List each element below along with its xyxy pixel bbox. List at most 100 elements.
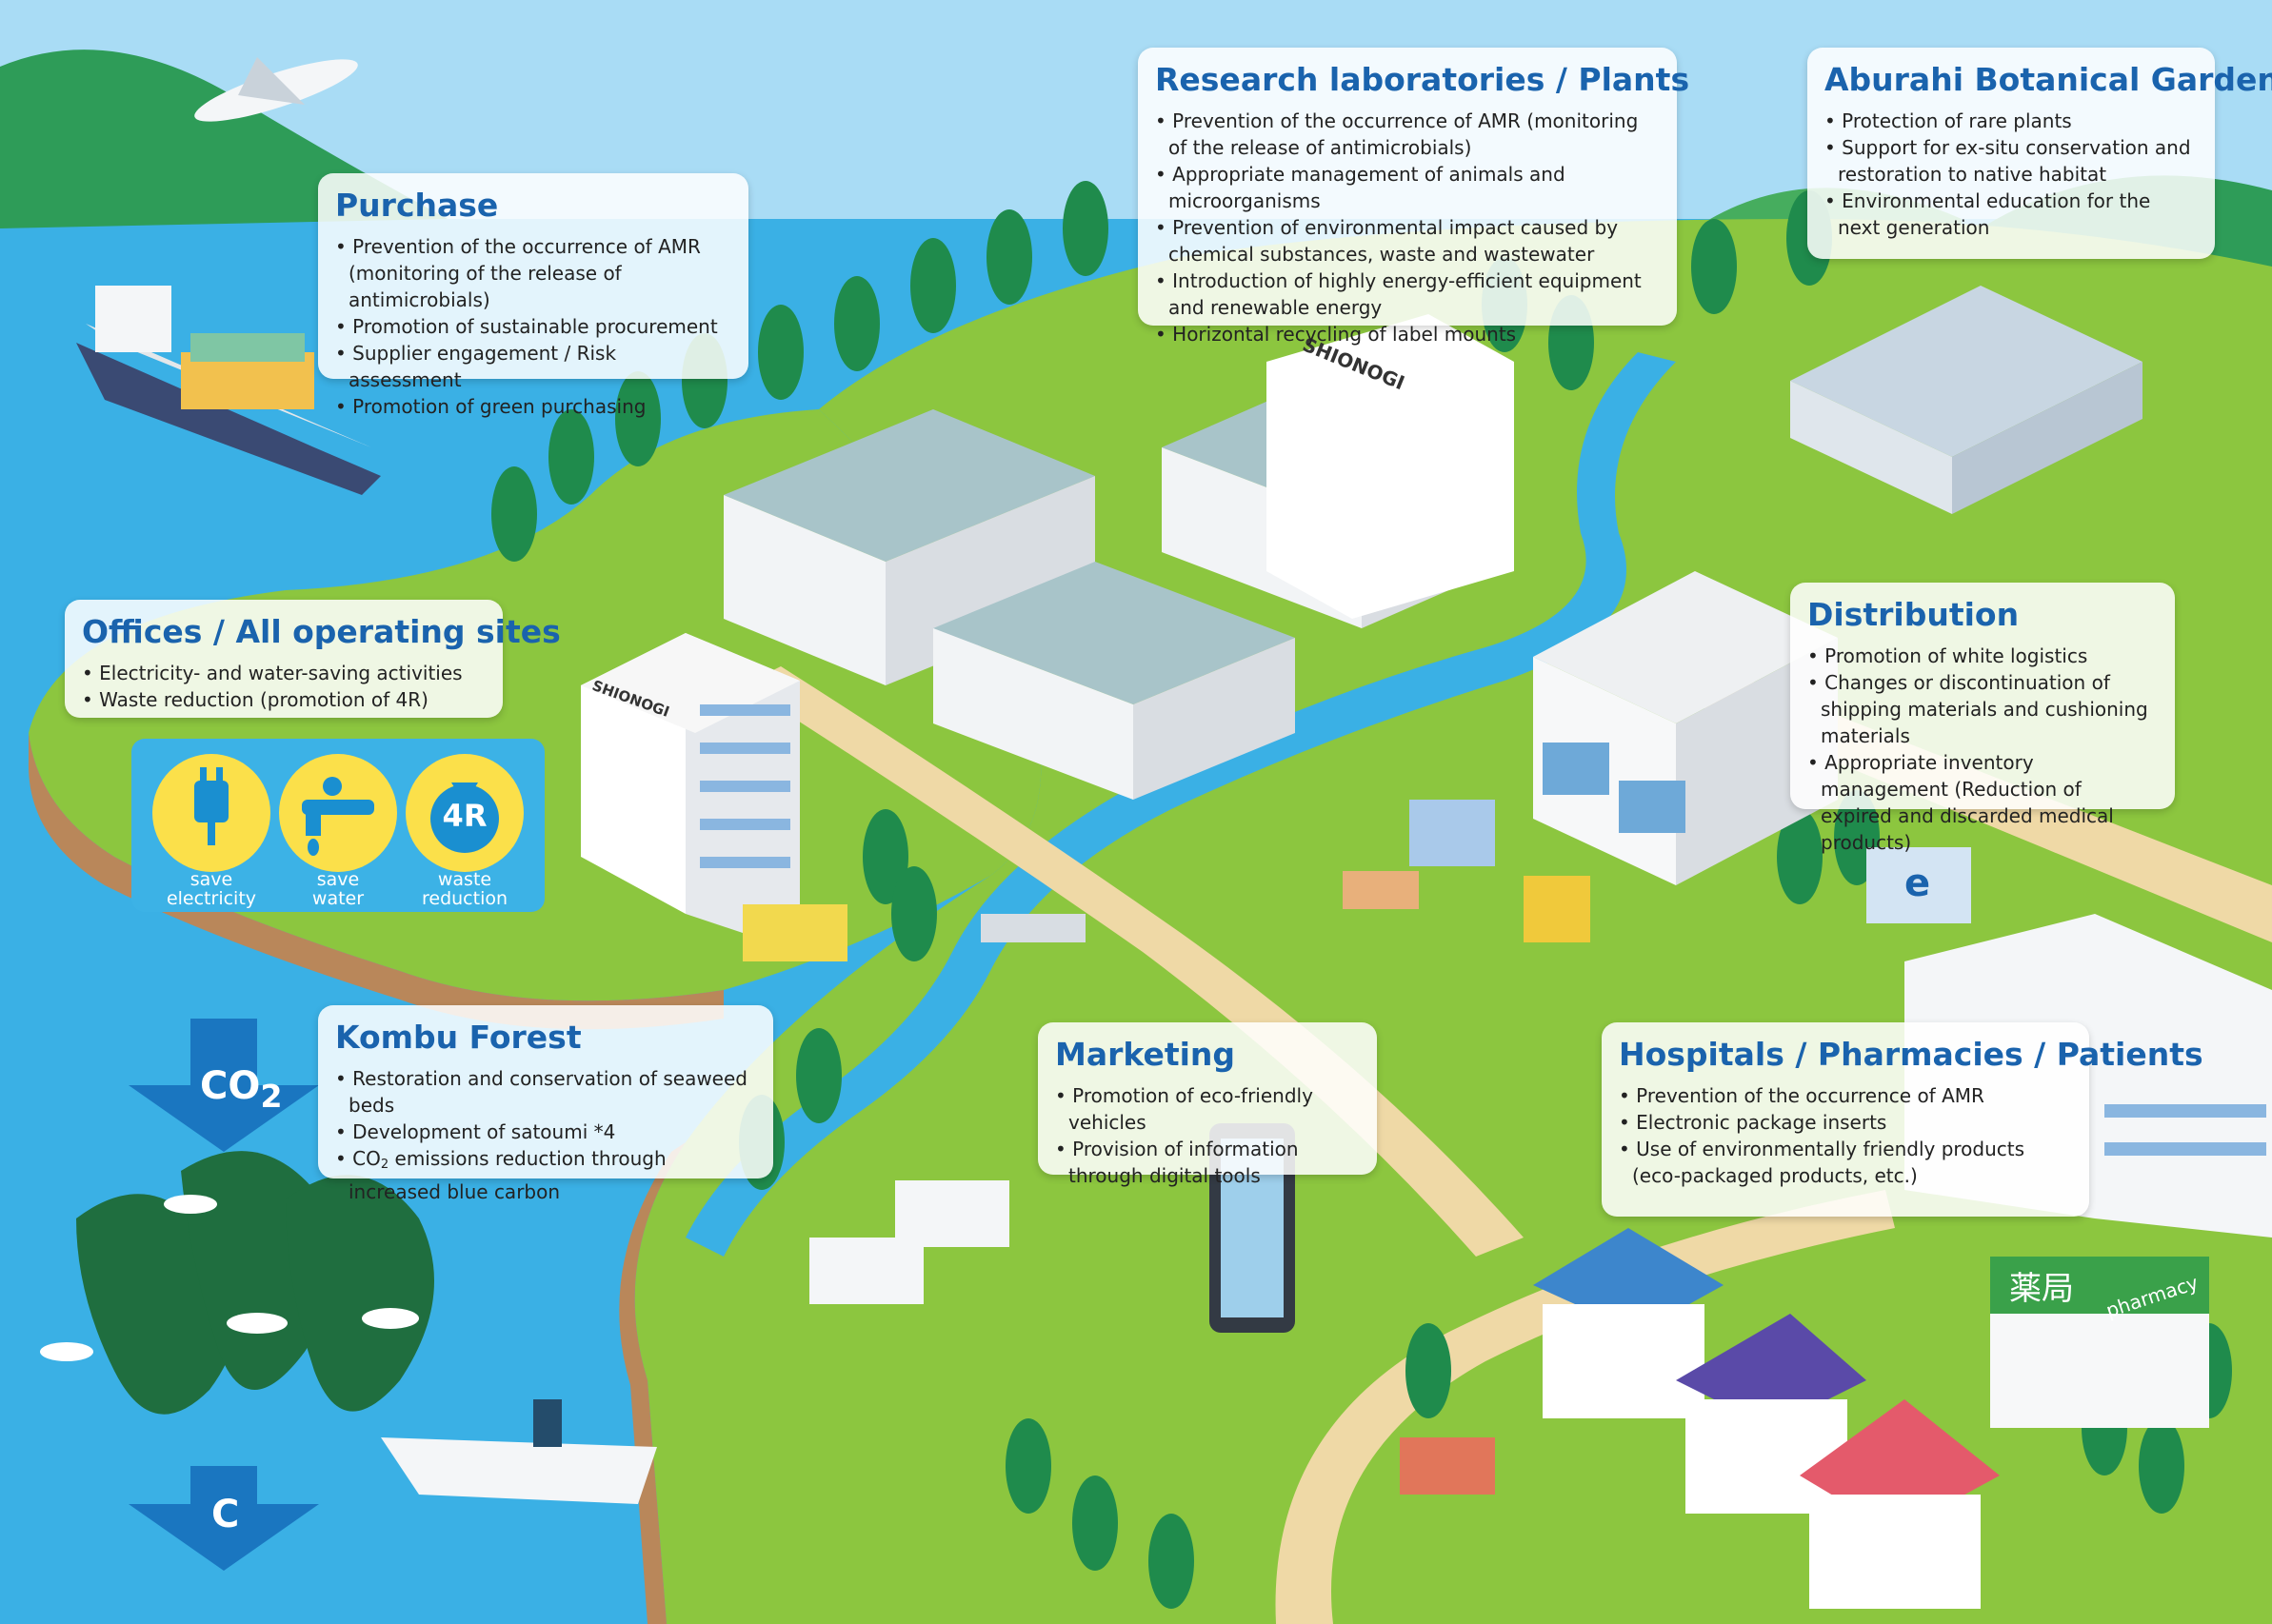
tree	[910, 238, 956, 333]
office-windows	[700, 704, 790, 716]
callout-hospitals-title: Hospitals / Pharmacies / Patients	[1619, 1036, 2203, 1073]
tower-front	[1266, 314, 1514, 619]
ship-bridge	[95, 286, 171, 352]
callout-item: Supplier engagement / Risk assessment	[335, 340, 727, 393]
co2-label: CO2	[200, 1064, 283, 1115]
callout-item: Prevention of the occurrence of AMR (mon…	[1155, 108, 1656, 161]
fishing-boat	[381, 1399, 657, 1504]
tree	[1063, 181, 1108, 276]
bridge	[981, 914, 1086, 942]
callout-item: Promotion of sustainable procurement	[335, 313, 727, 340]
boxes	[1343, 871, 1419, 909]
kombu-kelp	[76, 1151, 434, 1415]
ship-hull	[76, 343, 381, 495]
callout-marketing-list: Promotion of eco-friendly vehicles Provi…	[1055, 1082, 1356, 1189]
callout-distribution-title: Distribution	[1807, 596, 2020, 633]
callout-item: Electricity- and water-saving activities	[82, 660, 482, 686]
callout-research-title: Research laboratories / Plants	[1155, 61, 1690, 98]
tree	[891, 866, 937, 961]
building-front	[933, 628, 1133, 800]
pharmacy-sign-jp: 薬局	[2009, 1270, 2074, 1308]
truck-logo: e	[1904, 862, 1931, 905]
office-windows	[700, 857, 790, 868]
callout-item: Prevention of environmental impact cause…	[1155, 214, 1656, 267]
eco-label-water: save water	[311, 869, 365, 909]
callout-purchase: Purchase Prevention of the occurrence of…	[318, 173, 748, 418]
tree	[491, 466, 537, 562]
callout-offices-list: Electricity- and water-saving activities…	[82, 660, 482, 713]
eco-label-waste: waste reduction	[421, 869, 508, 909]
callout-item: Horizontal recycling of label mounts	[1155, 321, 1656, 347]
callout-offices: Offices / All operating sites Electricit…	[65, 600, 561, 718]
callout-aburahi-title: Aburahi Botanical Gardens	[1824, 61, 2272, 98]
carbon-arrow-icon	[129, 1466, 319, 1571]
house	[1809, 1495, 1981, 1609]
factory-complex	[724, 314, 1514, 800]
callout-item: Protection of rare plants	[1824, 108, 2194, 134]
car-white	[809, 1238, 924, 1304]
callout-item: Prevention of the occurrence of AMR (mon…	[335, 233, 727, 313]
callout-item: Development of satoumi *4	[335, 1119, 752, 1145]
4r-badge: 4R	[442, 798, 488, 834]
co2-arrow-icon	[129, 1019, 319, 1152]
hospital-windows	[2104, 1104, 2266, 1118]
tree	[1072, 1475, 1118, 1571]
callout-item: Support for ex-situ conservation and res…	[1824, 134, 2194, 188]
callout-hospitals-list: Prevention of the occurrence of AMR Elec…	[1619, 1082, 2068, 1189]
tree	[1691, 219, 1737, 314]
callout-kombu-list: Restoration and conservation of seaweed …	[335, 1065, 752, 1205]
callout-item: CO2 emissions reduction through increase…	[335, 1145, 752, 1205]
eco-label-electricity: save electricity	[166, 869, 257, 909]
callout-marketing-title: Marketing	[1055, 1036, 1236, 1073]
hospital-windows	[2104, 1142, 2266, 1156]
callout-item: Waste reduction (promotion of 4R)	[82, 686, 482, 713]
truck	[1543, 743, 1609, 795]
houses	[1533, 1228, 2209, 1609]
callout-item: Promotion of green purchasing	[335, 393, 727, 420]
river	[686, 352, 1676, 1257]
callout-item: Restoration and conservation of seaweed …	[335, 1065, 752, 1119]
land-bottom-edge	[619, 1142, 686, 1624]
plug-icon	[152, 754, 270, 872]
office-windows	[700, 819, 790, 830]
building-side	[1133, 638, 1295, 800]
pallet-stack	[1409, 800, 1495, 866]
land-left-edge	[28, 733, 724, 1030]
callout-kombu-title: Kombu Forest	[335, 1019, 582, 1056]
ship-containers	[190, 333, 305, 362]
office-building	[581, 633, 800, 952]
callout-item: Changes or discontinuation of shipping m…	[1807, 669, 2154, 749]
tree	[758, 305, 804, 400]
callout-hospitals: Hospitals / Pharmacies / Patients Preven…	[1602, 1022, 2203, 1217]
tree	[2139, 1418, 2184, 1514]
callout-kombu: Kombu Forest Restoration and conservatio…	[318, 1005, 773, 1203]
forklift	[1524, 876, 1590, 942]
callout-distribution: Distribution Promotion of white logistic…	[1790, 583, 2175, 854]
fish-icon	[40, 1195, 419, 1361]
callout-item: Environmental education for the next gen…	[1824, 188, 2194, 241]
airplane-icon	[194, 57, 358, 122]
callout-item: Appropriate management of animals and mi…	[1155, 161, 1656, 214]
faucet-icon	[279, 754, 397, 872]
truck	[1619, 781, 1685, 833]
tree	[987, 209, 1032, 305]
carbon-label: C	[211, 1493, 240, 1536]
callout-item: Promotion of white logistics	[1807, 643, 2154, 669]
house	[1543, 1304, 1704, 1418]
callout-aburahi-list: Protection of rare plants Support for ex…	[1824, 108, 2194, 241]
greenhouse	[1790, 286, 2142, 514]
greenhouse-side	[1952, 362, 2142, 514]
greenhouse-front	[1790, 381, 1952, 514]
greenhouse-roof	[1790, 286, 2142, 457]
4r-bag-icon: 4R	[406, 754, 524, 872]
office-windows	[700, 743, 790, 754]
callout-research: Research laboratories / Plants Preventio…	[1138, 48, 1690, 346]
office-windows	[700, 781, 790, 792]
factory-roof	[724, 409, 1095, 562]
tree	[796, 1028, 842, 1123]
tree	[1405, 1323, 1451, 1418]
callout-aburahi: Aburahi Botanical Gardens Protection of …	[1807, 48, 2272, 259]
eco-icons-panel: 4R save electricity save water waste red…	[131, 739, 545, 912]
callout-item: Promotion of eco-friendly vehicles	[1055, 1082, 1356, 1136]
